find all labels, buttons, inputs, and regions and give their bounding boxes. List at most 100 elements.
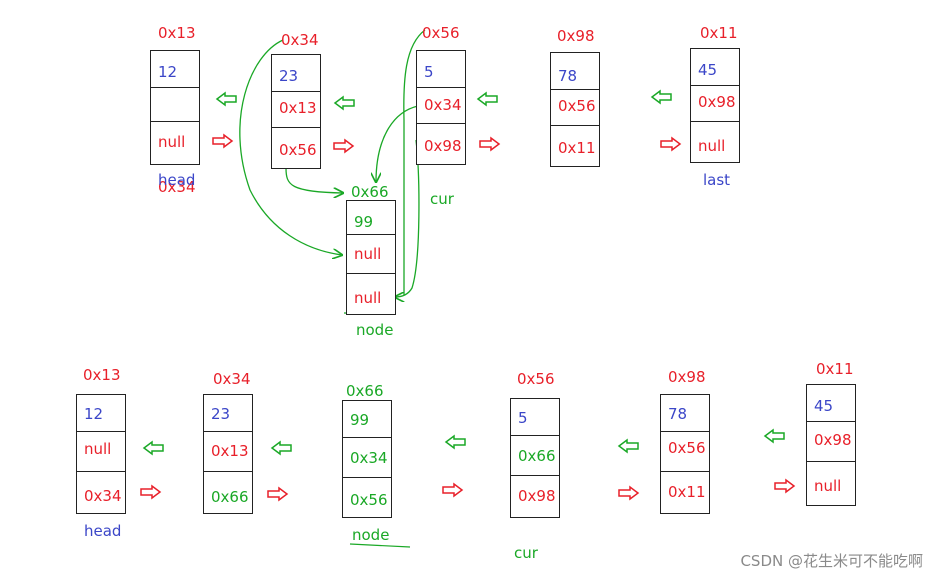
- bottom-node-4-prev-arrow-icon: [763, 428, 785, 444]
- top-node-4-tag-last: last: [703, 171, 731, 189]
- top-node-1-next-field: 0x56: [279, 141, 317, 159]
- node-divider: [551, 125, 599, 126]
- bottom-node-4-next-field: 0x11: [668, 483, 706, 501]
- curve-cur-prev-to-node: [376, 105, 419, 182]
- top-node-0-box: 12 null 0x34: [150, 50, 200, 196]
- bottom-node-5-next-field: null: [814, 477, 842, 495]
- node-divider: [807, 421, 855, 422]
- bottom-node-3-prev-arrow-icon: [617, 438, 639, 454]
- top-node-2-next-field: 0x98: [424, 137, 462, 155]
- top-node-1-next-arrow-icon: [333, 138, 355, 154]
- bottom-node-3-next-arrow-icon: [618, 485, 640, 501]
- top-node-2-next-arrow-icon: [479, 136, 501, 152]
- bottom-node-2-box: 99 0x34 0x56: [342, 400, 392, 518]
- top-node-1-box: 23 0x13 0x56: [271, 54, 321, 169]
- curve-node-next-to-cur-b: [395, 139, 420, 297]
- top-node-2-address: 0x56: [422, 24, 460, 42]
- top-node-0-next-arrow-icon: [212, 133, 234, 149]
- bottom-node-4-prev-field: 0x56: [668, 439, 706, 457]
- bottom-node-2-prev-field: 0x34: [350, 449, 388, 467]
- node-divider: [691, 121, 739, 122]
- bottom-node-2-address: 0x66: [346, 382, 384, 400]
- node-divider: [272, 127, 320, 128]
- top-node-4-prev-field: 0x98: [698, 93, 736, 111]
- top-node-0-tag-head: head: [158, 171, 196, 189]
- node-divider: [511, 435, 559, 436]
- top-node-4-next-arrow-icon: [660, 136, 682, 152]
- inserted-node-prev-field: null: [354, 245, 382, 263]
- bottom-node-3-data-field: 5: [518, 409, 528, 427]
- bottom-node-3-next-field: 0x98: [518, 487, 556, 505]
- node-divider: [343, 477, 391, 478]
- top-node-1-address: 0x34: [281, 31, 319, 49]
- top-node-0-prev-field: null: [158, 133, 186, 151]
- node-divider: [807, 461, 855, 462]
- bottom-node-0-prev-arrow-icon: [142, 440, 164, 456]
- node-label-underline: [349, 543, 411, 548]
- node-divider: [661, 471, 709, 472]
- bottom-node-1-next-field: 0x66: [211, 488, 249, 506]
- top-node-0-data-field: 12: [158, 63, 178, 81]
- inserted-node-data-field: 99: [354, 213, 374, 231]
- node-divider: [151, 121, 199, 122]
- top-node-3-address: 0x98: [557, 27, 595, 45]
- inserted-node-address: 0x66: [351, 183, 389, 201]
- node-divider: [204, 471, 252, 472]
- bottom-node-0-data-field: 12: [84, 405, 104, 423]
- node-divider: [77, 431, 125, 432]
- node-divider: [151, 87, 199, 88]
- node-divider: [691, 85, 739, 86]
- bottom-node-5-next-arrow-icon: [774, 478, 796, 494]
- top-node-1-data-field: 23: [279, 67, 299, 85]
- node-divider: [417, 87, 465, 88]
- watermark: CSDN @花生米可不能吃啊: [740, 552, 923, 570]
- bottom-node-2-prev-arrow-icon: [444, 434, 466, 450]
- bottom-node-2-data-field: 99: [350, 411, 370, 429]
- bottom-node-2-next-field: 0x56: [350, 491, 388, 509]
- inserted-node-box: 99 null null: [346, 200, 396, 315]
- bottom-node-2-tag-node: node: [352, 526, 390, 544]
- node-divider: [343, 437, 391, 438]
- bottom-node-3-tag-cur: cur: [514, 544, 538, 562]
- node-divider: [661, 431, 709, 432]
- bottom-node-0-next-arrow-icon: [140, 484, 162, 500]
- bottom-node-5-data-field: 45: [814, 397, 834, 415]
- bottom-node-3-address: 0x56: [517, 370, 555, 388]
- node-divider: [347, 234, 395, 235]
- curve-0x56-next-to-node: [285, 167, 343, 193]
- bottom-node-1-prev-field: 0x13: [211, 442, 249, 460]
- bottom-node-5-prev-field: 0x98: [814, 431, 852, 449]
- inserted-node-tag-node: node: [356, 321, 394, 339]
- curve-node-next-to-cur: [403, 29, 426, 295]
- top-node-1-prev-field: 0x13: [279, 99, 317, 117]
- top-node-3-prev-arrow-icon: [650, 89, 672, 105]
- node-divider: [204, 431, 252, 432]
- bottom-node-5-box: 45 0x98 null: [806, 384, 856, 506]
- node-divider: [272, 91, 320, 92]
- bottom-node-0-tag-head: head: [84, 522, 122, 540]
- node-divider: [551, 89, 599, 90]
- top-node-1-prev-arrow-icon: [333, 95, 355, 111]
- top-node-3-data-field: 78: [558, 67, 578, 85]
- bottom-node-1-next-arrow-icon: [267, 486, 289, 502]
- top-node-2-tag-cur: cur: [430, 190, 454, 208]
- top-node-0-next-field: 0x34: [158, 178, 196, 196]
- top-node-3-prev-field: 0x56: [558, 97, 596, 115]
- bottom-node-1-data-field: 23: [211, 405, 231, 423]
- top-node-0-address: 0x13: [158, 24, 196, 42]
- bottom-node-4-data-field: 78: [668, 405, 688, 423]
- bottom-node-1-box: 23 0x13 0x66: [203, 394, 253, 514]
- bottom-node-4-box: 78 0x56 0x11: [660, 394, 710, 514]
- top-node-2-data-field: 5: [424, 63, 434, 81]
- bottom-node-0-prev-field: null: [84, 440, 112, 458]
- bottom-node-1-address: 0x34: [213, 370, 251, 388]
- bottom-node-5-address: 0x11: [816, 360, 854, 378]
- curve-0x34-to-node: [239, 39, 342, 255]
- inserted-node-next-field: null: [354, 289, 382, 307]
- top-node-4-next-field: null: [698, 137, 726, 155]
- top-node-4-address: 0x11: [700, 24, 738, 42]
